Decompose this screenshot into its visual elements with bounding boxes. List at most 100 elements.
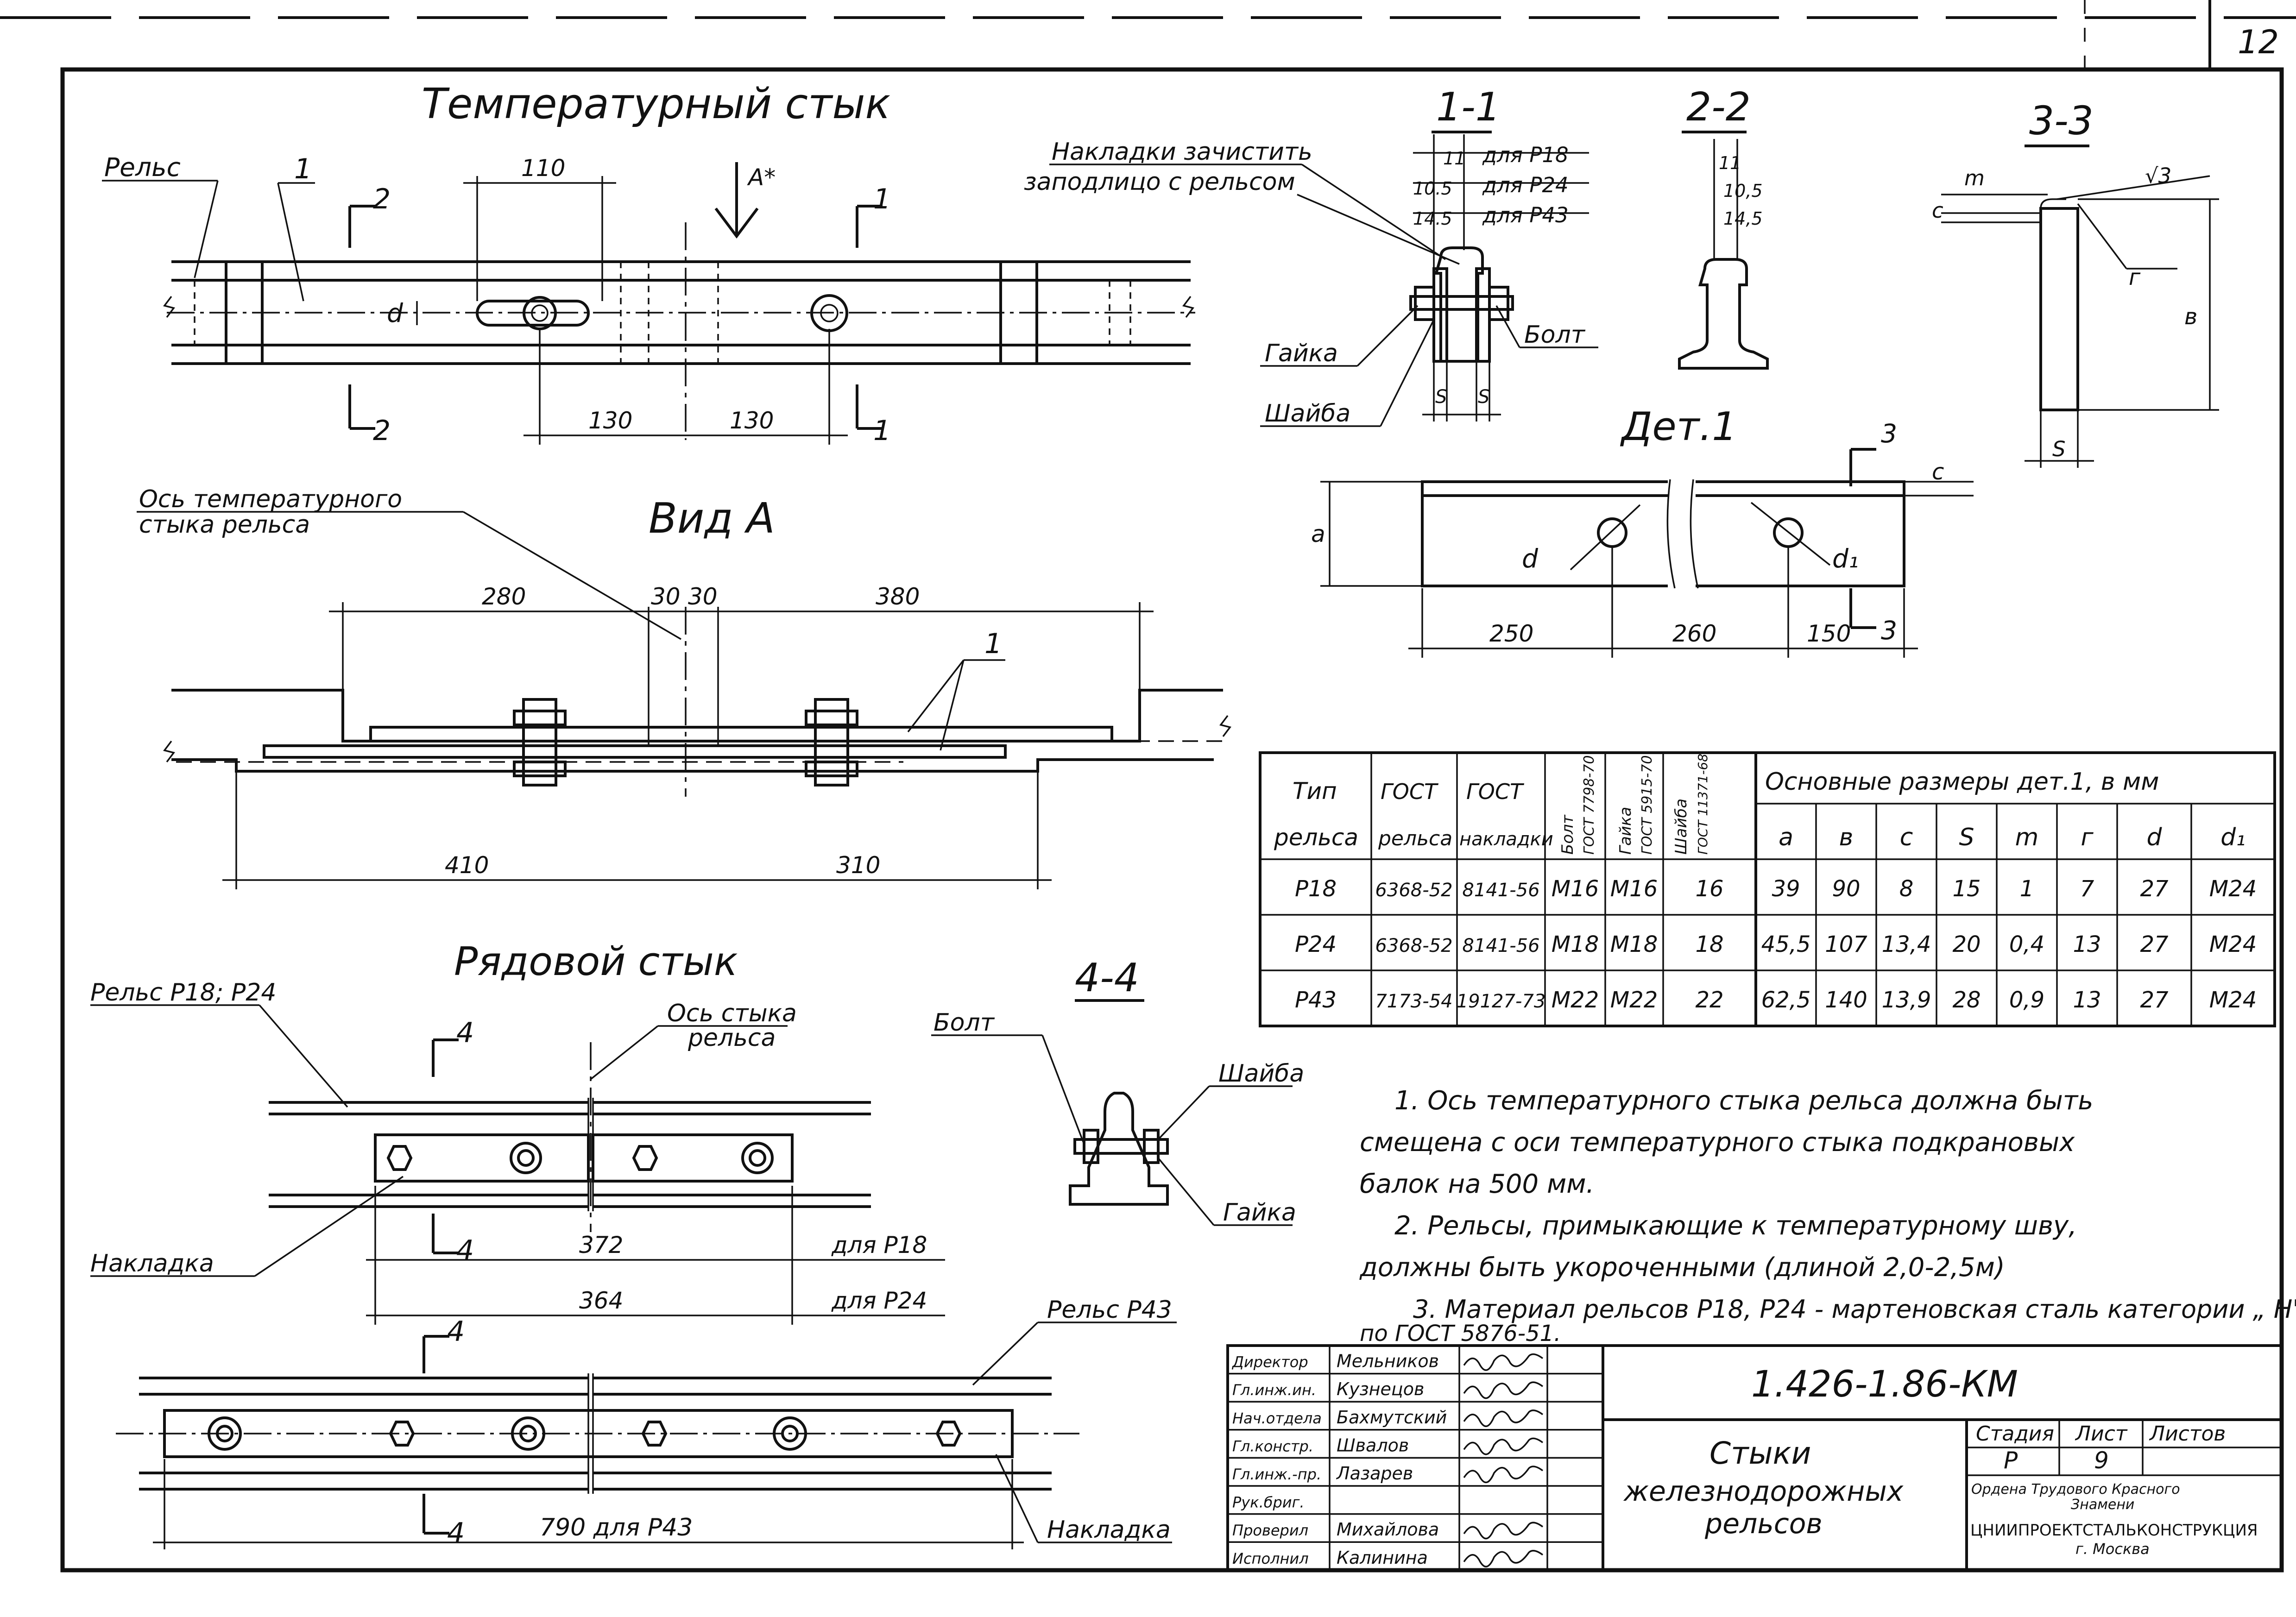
table-cell-r0-c12: 27 [2140,876,2169,902]
doc-code: 1.426-1.86-КМ [1751,1364,2018,1405]
dim-10-5: 10.5 [1413,178,1452,199]
axis-temp-label-2: стыка рельса [139,511,310,539]
view-a-title: Вид А [649,494,775,543]
tb-role-7: Исполнил [1232,1550,1309,1567]
clean-note-2: заподлицо с рельсом [1024,168,1295,196]
note-line-6: 3. Материал рельсов Р18, Р24 - мартеновс… [1413,1295,2296,1324]
tb-role-4: Гл.инж.-пр. [1232,1466,1321,1483]
title-line-1: Стыки [1709,1435,1811,1471]
dim-410: 410 [445,852,489,879]
th-bolt-1: Болт [1558,814,1577,855]
section-1-1: 1-1 Накладки зачистить заподлицо с рельс… [1024,84,1598,428]
temperature-joint-plan: Температурный стык 2 2 [102,80,1195,447]
dim-for-p18: для Р18 [831,1232,927,1258]
signature-1 [1463,1381,1544,1399]
th-sub-7: d₁ [2220,824,2246,851]
signature-7 [1463,1550,1544,1567]
table-cell-r2-c9: 28 [1952,987,1981,1013]
clean-note-1: Накладки зачистить [1052,138,1312,166]
tb-role-6: Проверил [1232,1522,1308,1539]
section-1-1-title: 1-1 [1436,84,1501,130]
dim-14-5: 14.5 [1413,208,1452,229]
sheets-header: Листов [2149,1422,2226,1446]
sym-r: г [2129,264,2141,290]
table-cell-r0-c2: 8141-56 [1462,880,1539,901]
temperature-joint-title: Температурный стык [422,80,890,128]
table-cell-r2-c8: 13,9 [1882,987,1931,1013]
note-line-1: 1. Ось температурного стыка рельса должн… [1394,1086,2093,1116]
cut-mark-4-bottom: 4 [456,1234,474,1267]
dim-250: 250 [1489,620,1533,647]
rail-label: Рельс [104,152,181,182]
nut-label-b: Гайка [1223,1199,1296,1227]
dim-for-p24: для Р24 [831,1287,927,1314]
table-cell-r2-c12: 27 [2140,987,2169,1013]
roughness-mark: √3 [2145,164,2171,188]
org-line-1: Ордена Трудового Красного [1971,1481,2180,1497]
dim-130-right: 130 [730,407,774,434]
cut-mark-3-bottom: 3 [1881,616,1897,645]
axis-joint-label-1: Ось стыка [667,1000,797,1027]
org-line-3: ЦНИИПРОЕКТСТАЛЬКОНСТРУКЦИЯ [1970,1521,2258,1540]
table-cell-r1-c11: 13 [2073,931,2101,957]
table-cell-r2-c13: М24 [2209,987,2257,1013]
table-cell-r1-c7: 107 [1825,931,1867,957]
signature-4 [1463,1466,1544,1484]
dim-110: 110 [521,155,565,182]
sheet-number: 12 [2238,23,2279,61]
table-cell-r1-c4: М18 [1610,931,1658,957]
washer-label-a: Шайба [1265,400,1350,428]
table-cell-r1-c6: 45,5 [1761,931,1811,957]
tb-name-2: Бахмутский [1337,1407,1447,1428]
dim-30-right: 30 [688,583,718,610]
cut-mark-2-bottom: 2 [373,415,391,447]
axis-joint-label-2: рельса [688,1024,776,1052]
table-cell-r1-c3: М18 [1552,931,1599,957]
for-p43: для Р43 [1482,203,1569,227]
tb-role-1: Гл.инж.ин. [1232,1381,1316,1399]
table-cell-r1-c9: 20 [1952,931,1981,957]
tb-role-0: Директор [1231,1353,1308,1371]
bolt-label-a: Болт [1524,321,1586,349]
notes: 1. Ось температурного стыка рельса должн… [1359,1086,2296,1346]
th-sub-3: S [1959,824,1974,851]
table-cell-r0-c5: 16 [1695,876,1723,902]
plate-label-a: Накладка [90,1250,214,1277]
table-cell-r2-c7: 140 [1825,987,1867,1013]
for-p18: для Р18 [1482,143,1569,167]
table-cell-r0-c8: 8 [1899,876,1914,902]
table-cell-r1-c8: 13,4 [1882,931,1931,957]
table-cell-r0-c7: 90 [1832,876,1860,902]
sym-a: а [1311,521,1325,547]
plate-label-b: Накладка [1047,1516,1171,1544]
table-cell-r0-c10: 1 [2020,876,2034,902]
tb-role-2: Нач.отдела [1232,1409,1322,1427]
note-line-3: балок на 500 мм. [1360,1169,1594,1199]
th-sub-0: а [1779,824,1793,851]
table-cell-r1-c10: 0,4 [2009,931,2044,957]
table-cell-r1-c0: Р24 [1295,931,1337,957]
table-cell-r2-c0: Р43 [1295,987,1337,1013]
org-line-2: Знамени [2071,1497,2134,1513]
sheet-value: 9 [2094,1447,2109,1474]
tb-name-1: Кузнецов [1337,1379,1424,1399]
dim-10-5-b: 10,5 [1723,181,1763,201]
th-sub-1: в [1839,824,1854,851]
dim-310: 310 [836,852,880,879]
dim-150: 150 [1807,620,1851,647]
signature-3 [1463,1437,1544,1455]
table-cell-r2-c1: 7173-54 [1375,991,1452,1012]
detail-1-title: Дет.1 [1620,404,1737,450]
tb-name-6: Михайлова [1337,1519,1439,1540]
table-cell-r0-c3: М16 [1552,876,1599,902]
view-a: Вид А Ось температурного стыка рельса 28… [137,485,1231,889]
dim-11-b: 11 [1719,153,1741,173]
title-line-2: железнодорожных [1623,1475,1904,1508]
dim-260: 260 [1672,620,1716,647]
signature-6 [1463,1522,1544,1540]
sym-m: m [1964,166,1985,190]
part-mark-1-plan: 1 [294,153,312,185]
table-cell-r0-c4: М16 [1610,876,1658,902]
